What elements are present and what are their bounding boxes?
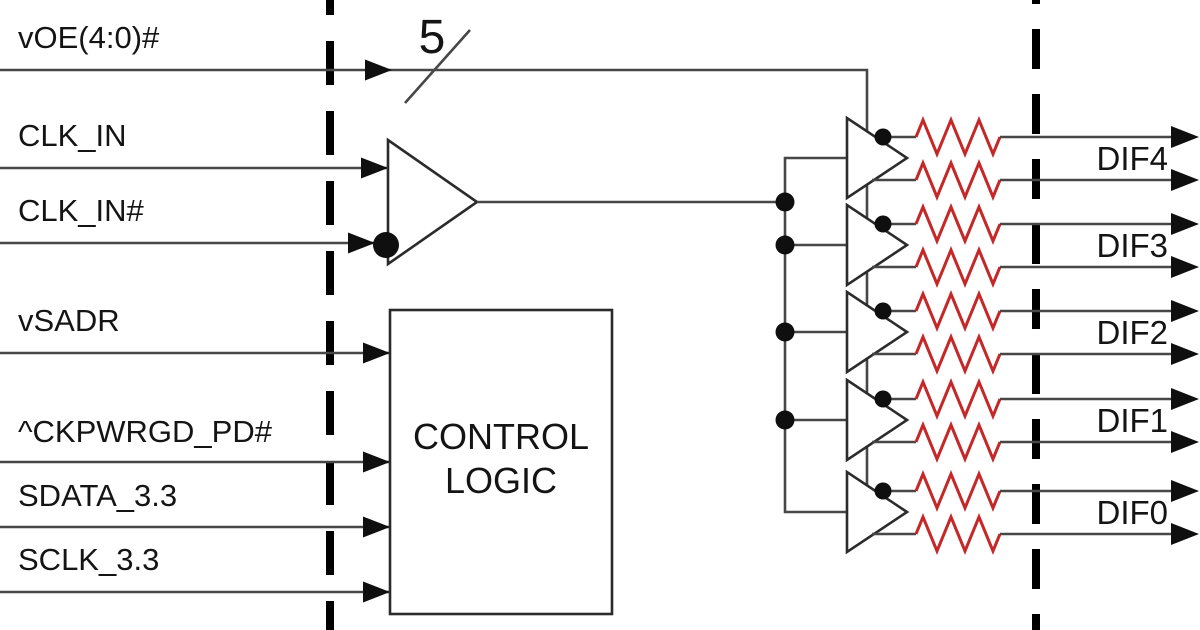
series-resistor-icon: [914, 378, 1002, 420]
control-logic-label-line2: LOGIC: [445, 460, 557, 501]
arrowhead-icon: [1171, 169, 1199, 191]
junction-dot: [775, 235, 795, 255]
series-resistor-icon: [914, 421, 1002, 463]
arrowhead-icon: [1171, 300, 1199, 322]
arrowhead-icon: [361, 157, 388, 179]
distribution-trunk-wire: [783, 156, 847, 514]
series-resistor-icon: [914, 290, 1002, 332]
control-logic-block: CONTROL LOGIC: [388, 308, 614, 616]
input-row-sdata: SDATA_3.3: [0, 478, 390, 538]
signal-label: SCLK_3.3: [18, 542, 159, 577]
control-logic-label-line1: CONTROL: [413, 416, 589, 457]
signal-label: CLK_IN#: [18, 193, 145, 228]
output-channel-dif0: DIF0: [845, 469, 1199, 555]
buffer-triangle-icon: [845, 377, 910, 463]
arrowhead-icon: [363, 342, 390, 364]
arrowhead-icon: [1171, 213, 1199, 235]
buffer-triangle-icon: [845, 115, 910, 201]
series-resistor-icon: [914, 246, 1002, 288]
junction-dot: [775, 192, 795, 212]
output-channel-dif4: DIF4: [845, 115, 1199, 201]
output-channel-dif1: DIF1: [845, 377, 1199, 463]
arrowhead-icon: [1171, 126, 1199, 148]
arrowhead-icon: [1171, 343, 1199, 365]
inverting-input-dot: [373, 232, 399, 258]
series-resistor-icon: [914, 116, 1002, 158]
series-resistor-icon: [914, 333, 1002, 375]
output-tap-dot: [874, 215, 892, 233]
output-label: DIF2: [1096, 314, 1168, 351]
input-row-ckpwrgd: ^CKPWRGD_PD#: [0, 414, 390, 473]
bus-width-label: 5: [419, 11, 446, 64]
output-tap-dot: [874, 128, 892, 146]
output-label: DIF3: [1096, 227, 1168, 264]
signal-label: SDATA_3.3: [18, 478, 177, 513]
arrowhead-icon: [363, 451, 390, 473]
arrowhead-icon: [365, 59, 392, 81]
clock-distribution-net: [775, 156, 847, 514]
arrowhead-icon: [363, 516, 390, 538]
input-row-sclk: SCLK_3.3: [0, 542, 390, 603]
signal-label: CLK_IN: [18, 118, 127, 153]
signal-label: vSADR: [18, 303, 120, 338]
junction-dot: [775, 322, 795, 342]
output-label: DIF0: [1096, 494, 1168, 531]
signal-label: vOE(4:0)#: [18, 20, 160, 55]
input-row-vsadr: vSADR: [0, 303, 390, 364]
output-tap-dot: [874, 302, 892, 320]
arrowhead-icon: [1171, 480, 1199, 502]
arrowhead-icon: [1171, 523, 1199, 545]
signal-label: ^CKPWRGD_PD#: [18, 414, 273, 449]
clock-receiver: [373, 137, 785, 267]
buffer-triangle-icon: [845, 289, 910, 375]
arrowhead-icon: [1171, 388, 1199, 410]
output-label: DIF4: [1096, 140, 1168, 177]
arrowhead-icon: [1171, 431, 1199, 453]
arrowhead-icon: [1171, 256, 1199, 278]
series-resistor-icon: [914, 159, 1002, 201]
output-label: DIF1: [1096, 402, 1168, 439]
series-resistor-icon: [914, 513, 1002, 555]
arrowhead-icon: [363, 581, 390, 603]
output-channel-dif2: DIF2: [845, 289, 1199, 375]
input-row-clk-in-n: CLK_IN#: [0, 193, 375, 254]
output-tap-dot: [874, 482, 892, 500]
junction-dot: [775, 410, 795, 430]
receiver-triangle-icon: [386, 137, 480, 267]
buffer-triangle-icon: [845, 469, 910, 555]
series-resistor-icon: [914, 203, 1002, 245]
input-row-clk-in: CLK_IN: [0, 118, 388, 179]
arrowhead-icon: [348, 232, 375, 254]
output-channel-dif3: DIF3: [845, 202, 1199, 288]
bus-width-slash: [404, 29, 471, 104]
control-logic-box: [388, 308, 614, 616]
input-row-voe: 5 vOE(4:0)#: [0, 11, 869, 492]
buffer-triangle-icon: [845, 202, 910, 288]
output-tap-dot: [874, 390, 892, 408]
series-resistor-icon: [914, 470, 1002, 512]
